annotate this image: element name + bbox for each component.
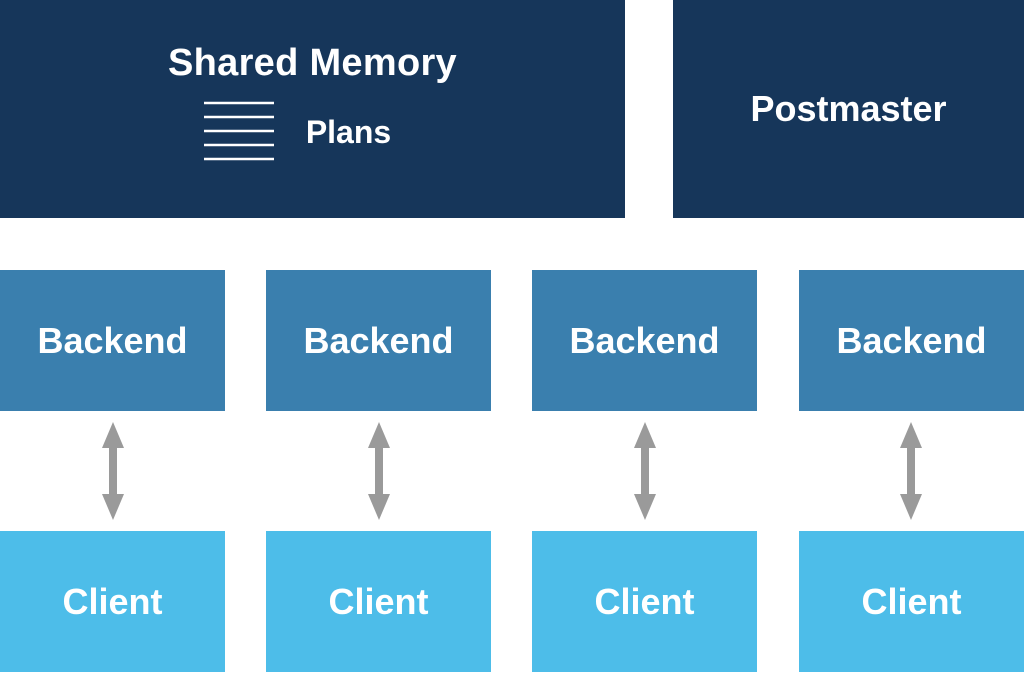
shared-memory-box: Shared Memory Plans bbox=[0, 0, 625, 218]
backend-box: Backend bbox=[266, 270, 491, 411]
client-label: Client bbox=[861, 580, 962, 622]
client-box: Client bbox=[266, 531, 491, 672]
client-label: Client bbox=[328, 580, 429, 622]
client-box: Client bbox=[532, 531, 757, 672]
plans-lines-icon bbox=[203, 101, 274, 161]
backend-label: Backend bbox=[37, 319, 188, 361]
plans-row: Plans bbox=[203, 101, 392, 163]
shared-memory-title: Shared Memory bbox=[168, 42, 457, 84]
plans-label: Plans bbox=[305, 113, 392, 150]
backend-label: Backend bbox=[303, 319, 454, 361]
double-arrow-vertical-icon bbox=[634, 422, 656, 520]
client-label: Client bbox=[62, 580, 163, 622]
double-arrow-vertical-icon bbox=[102, 422, 124, 520]
double-arrow-vertical-icon bbox=[368, 422, 390, 520]
backend-label: Backend bbox=[569, 319, 720, 361]
backend-box: Backend bbox=[532, 270, 757, 411]
postmaster-box: Postmaster bbox=[673, 0, 1024, 218]
backend-box: Backend bbox=[0, 270, 225, 411]
double-arrow-vertical-icon bbox=[900, 422, 922, 520]
client-label: Client bbox=[594, 580, 695, 622]
client-box: Client bbox=[0, 531, 225, 672]
postmaster-label: Postmaster bbox=[750, 88, 947, 129]
client-box: Client bbox=[799, 531, 1024, 672]
backend-box: Backend bbox=[799, 270, 1024, 411]
backend-label: Backend bbox=[836, 319, 987, 361]
